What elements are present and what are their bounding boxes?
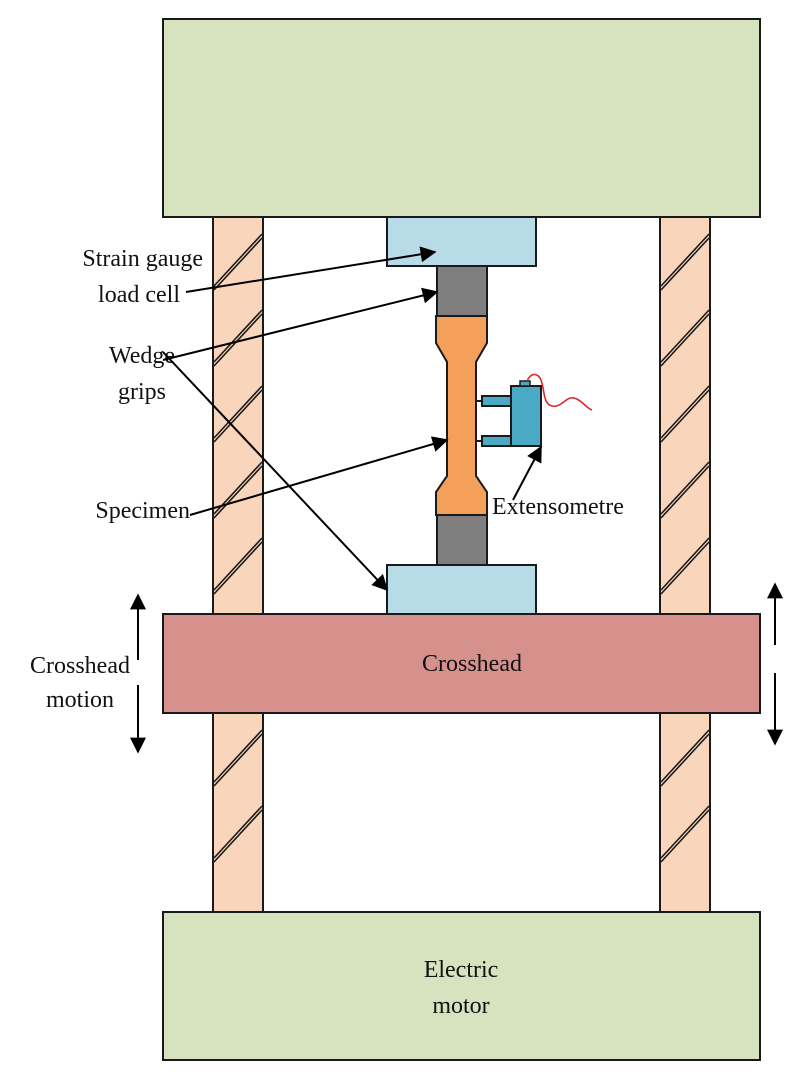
screw-thread-line bbox=[660, 389, 710, 443]
crosshead-motion-label-line1: Crosshead bbox=[30, 653, 130, 679]
screw-thread-line bbox=[660, 309, 710, 363]
crosshead bbox=[162, 613, 761, 714]
wedge-grips-label-line2: grips bbox=[118, 379, 166, 405]
lower-load-block bbox=[386, 564, 537, 615]
extensometre-wire bbox=[526, 373, 593, 411]
screw-thread-line bbox=[660, 809, 710, 863]
screw-thread-line bbox=[213, 385, 263, 439]
screw-thread-line bbox=[660, 537, 710, 591]
wedge-grips-label-line1: Wedge bbox=[109, 343, 175, 369]
crosshead-label: Crosshead bbox=[422, 651, 522, 677]
left-lead-screw bbox=[212, 216, 264, 913]
specimen-leader-arrow bbox=[189, 436, 449, 516]
screw-thread-line bbox=[660, 237, 710, 291]
screw-thread-line bbox=[660, 805, 710, 859]
specimen-label: Specimen bbox=[95, 498, 190, 524]
load-cell-label-line1: Strain gauge bbox=[82, 246, 203, 272]
screw-thread-line bbox=[213, 465, 263, 519]
electric-motor bbox=[162, 911, 761, 1061]
motor-label-line1: Electric bbox=[424, 957, 499, 983]
right-lead-screw bbox=[659, 216, 711, 913]
screw-thread-line bbox=[660, 461, 710, 515]
screw-thread-line bbox=[213, 809, 263, 863]
screw-thread-line bbox=[213, 805, 263, 859]
screw-thread-line bbox=[660, 233, 710, 287]
lower-grip-leader-arrow bbox=[162, 351, 389, 592]
specimen bbox=[435, 315, 488, 516]
extensometre bbox=[476, 373, 593, 447]
screw-thread-line bbox=[213, 237, 263, 291]
load-cell-label-line2: load cell bbox=[98, 282, 180, 308]
screw-thread-line bbox=[660, 313, 710, 367]
screw-thread-line bbox=[213, 389, 263, 443]
screw-thread-line bbox=[213, 729, 263, 783]
upper-wedge-grip bbox=[436, 265, 488, 317]
screw-thread-line bbox=[660, 733, 710, 787]
screw-thread-line bbox=[660, 465, 710, 519]
extensometre-leader-arrow bbox=[512, 445, 542, 501]
motor-label-line2: motor bbox=[432, 993, 489, 1019]
load-cell-leader-arrow bbox=[185, 246, 437, 293]
screw-thread-line bbox=[213, 537, 263, 591]
lower-wedge-grip bbox=[436, 514, 488, 566]
screw-thread-line bbox=[213, 309, 263, 363]
screw-thread-line bbox=[660, 729, 710, 783]
screw-thread-line bbox=[213, 541, 263, 595]
screw-thread-line bbox=[660, 541, 710, 595]
extensometre-cap bbox=[519, 380, 531, 387]
crosshead-motion-label-line2: motion bbox=[46, 687, 114, 713]
extensometre-body bbox=[510, 385, 542, 447]
screw-thread-line bbox=[213, 313, 263, 367]
extensometre-label: Extensometre bbox=[492, 494, 624, 520]
screw-thread-line bbox=[213, 733, 263, 787]
screw-thread-line bbox=[660, 385, 710, 439]
upper-load-cell-block bbox=[386, 216, 537, 267]
top-frame bbox=[162, 18, 761, 218]
extensometre-upper-arm bbox=[481, 395, 513, 407]
screw-thread-line bbox=[213, 233, 263, 287]
upper-grip-leader-arrow bbox=[162, 287, 439, 361]
extensometre-lower-arm bbox=[481, 435, 513, 447]
